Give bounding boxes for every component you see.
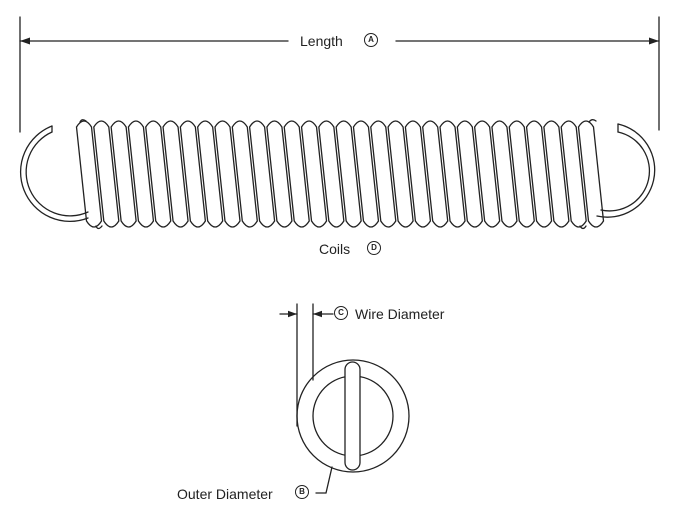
spring-end-view (296, 359, 410, 473)
coils-label: Coils (319, 241, 351, 257)
end-view-hook-bar (344, 361, 361, 471)
wire-arrowhead-right (313, 310, 322, 318)
left-hook (19, 125, 89, 223)
spring-coil (508, 120, 535, 228)
spring-coil (404, 120, 432, 228)
badge-a: A (364, 33, 378, 47)
spring-coil (456, 120, 483, 228)
spring-coil (179, 120, 207, 228)
end-view-outer-circle (296, 359, 410, 473)
spring-coil (439, 120, 466, 228)
spring-coil (197, 120, 224, 228)
spring-coil (543, 120, 570, 228)
spring-coil (370, 120, 397, 228)
spring-coil (300, 120, 328, 228)
spring-coil (577, 120, 605, 228)
spring-coil (352, 120, 380, 228)
outer-diameter-leader (315, 466, 333, 494)
outer-diameter-label: Outer Diameter (177, 486, 273, 502)
spring-coil (145, 120, 172, 228)
spring-coil (162, 120, 189, 228)
spring-coil (248, 120, 276, 228)
length-arrowhead-right (649, 37, 659, 45)
spring-coil (127, 120, 155, 228)
length-label: Length (300, 33, 343, 49)
spring-coil (318, 120, 345, 228)
spring-coils (75, 120, 605, 228)
spring-coil (75, 120, 103, 228)
length-dimension (19, 16, 660, 133)
badge-c: C (334, 306, 348, 320)
spring-coil (422, 120, 449, 228)
spring-coil (231, 120, 258, 228)
badge-d: D (367, 241, 381, 255)
spring-coil (473, 120, 501, 228)
spring-coil (266, 120, 293, 228)
right-hook (596, 123, 656, 218)
badge-b: B (295, 485, 309, 499)
wire-diameter-label: Wire Diameter (355, 306, 445, 322)
spring-coil (110, 120, 137, 228)
spring-coil (335, 120, 362, 228)
wire-diameter-dimension (279, 303, 334, 427)
length-arrowhead-left (20, 37, 30, 45)
spring-coil (491, 120, 518, 228)
spring-coil (93, 120, 120, 228)
wire-arrowhead-left (288, 310, 297, 318)
spring-coil (560, 120, 587, 228)
spring-coil (283, 120, 310, 228)
spring-coil (214, 120, 241, 228)
spring-coil (525, 120, 553, 228)
spring-coil (387, 120, 414, 228)
